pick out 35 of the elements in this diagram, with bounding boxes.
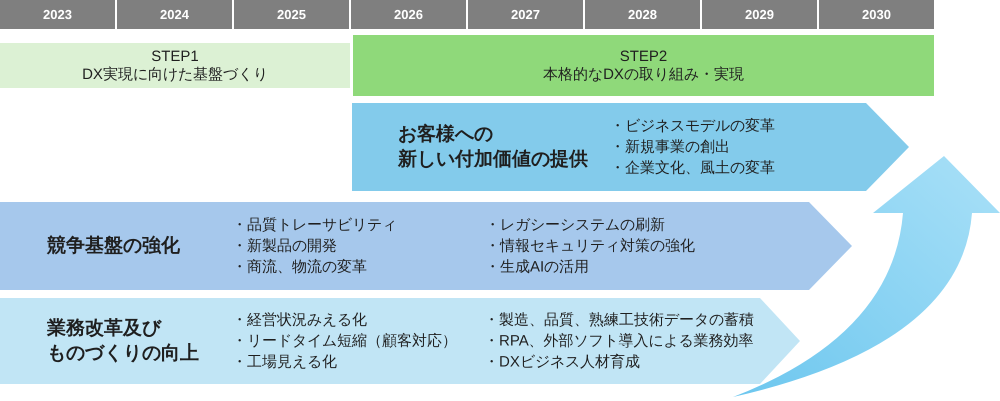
bullet-item: ・リードタイム短縮（顧客対応） (232, 332, 457, 352)
band-heading: 業務改革及びものづくりの向上 (47, 317, 199, 366)
bullet-item: ・品質トレーサビリティ (232, 216, 397, 236)
year-header-cell: 2029 (702, 0, 817, 29)
arrow-banner (352, 103, 909, 191)
year-header-cell: 2030 (819, 0, 934, 29)
step-title: STEP1 (151, 48, 199, 66)
step-banner (353, 35, 934, 96)
band-heading: 競争基盤の強化 (47, 234, 180, 258)
bullet-item: ・情報セキュリティ対策の強化 (485, 236, 695, 256)
bullet-item: ・DXビジネス人材育成 (484, 352, 641, 372)
step-title: STEP2 (620, 48, 668, 66)
step-banner (0, 43, 350, 88)
bullet-item: ・商流、物流の変革 (232, 258, 368, 278)
bullet-item: ・経営状況みえる化 (232, 310, 368, 330)
year-header-cell: 2027 (468, 0, 583, 29)
year-header-cell: 2025 (234, 0, 349, 29)
arrow-banner (0, 298, 800, 384)
year-header-cell: 2026 (351, 0, 466, 29)
step-description: 本格的なDXの取り組み・実現 (543, 66, 744, 84)
bullet-item: ・RPA、外部ソフト導入による業務効率 (484, 332, 754, 352)
bullet-item: ・企業文化、風土の変革 (610, 158, 775, 178)
band-heading: お客様への新しい付加価値の提供 (398, 122, 588, 172)
arrow-banner (0, 202, 852, 290)
step-description: DX実現に向けた基盤づくり (82, 66, 268, 84)
bullet-item: ・ビジネスモデルの変革 (610, 116, 775, 136)
bullet-item: ・新製品の開発 (232, 236, 338, 256)
bullet-item: ・新規事業の創出 (610, 138, 731, 158)
year-header-cell: 2023 (0, 0, 115, 29)
bullet-item: ・生成AIの活用 (485, 258, 590, 278)
year-header-cell: 2024 (117, 0, 232, 29)
bullet-item: ・工場見える化 (232, 352, 338, 372)
bullet-item: ・レガシーシステムの刷新 (485, 216, 666, 236)
year-header-cell: 2028 (585, 0, 700, 29)
bullet-item: ・製造、品質、熟練工技術データの蓄積 (484, 310, 754, 330)
